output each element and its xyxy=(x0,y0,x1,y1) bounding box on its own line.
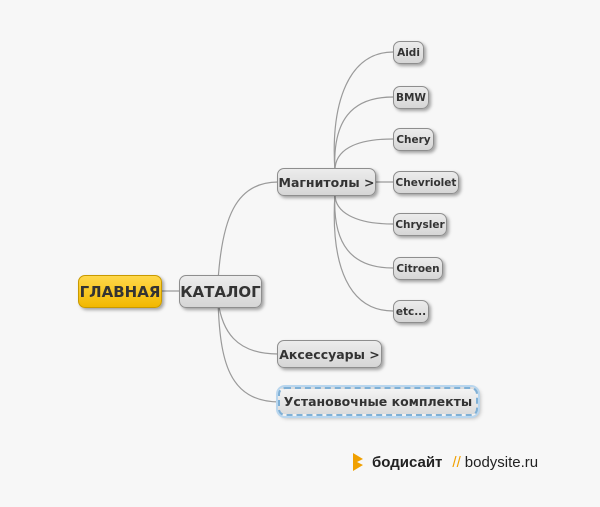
brand-name: бодисайт xyxy=(372,453,443,471)
accessories-node[interactable]: Аксессуары > xyxy=(277,340,382,368)
brand-label: Aidi xyxy=(397,46,420,59)
link-etc xyxy=(333,192,394,312)
brand-label: BMW xyxy=(395,91,427,104)
catalog-node[interactable]: КАТАЛОГ xyxy=(179,275,262,308)
brand-node-etc[interactable]: etc... xyxy=(393,300,429,323)
brand-separator: // xyxy=(452,453,461,471)
brand-node-chery[interactable]: Chery xyxy=(393,128,434,151)
brand-label: etc... xyxy=(395,305,427,318)
accessories-node-label: Аксессуары > xyxy=(279,346,380,362)
magnitoly-node-label: Магнитолы > xyxy=(278,174,375,190)
link-citroen xyxy=(334,192,394,269)
link-bmw xyxy=(334,96,394,173)
link-catalog-accessories xyxy=(217,300,279,355)
brand-node-citroen[interactable]: Citroen xyxy=(393,257,443,280)
brand-node-bmw[interactable]: BMW xyxy=(393,86,429,109)
installation-kits-node[interactable]: Установочные комплекты xyxy=(278,387,478,416)
brand-node-aidi[interactable]: Aidi xyxy=(393,41,424,64)
main-node[interactable]: ГЛАВНАЯ xyxy=(78,275,162,308)
brand-node-chrysler[interactable]: Chrysler xyxy=(393,213,447,236)
link-chrysler xyxy=(334,192,394,225)
footer-branding: бодисайт // bodysite.ru xyxy=(350,452,538,472)
brand-label: Chrysler xyxy=(395,218,445,231)
link-catalog-kits xyxy=(217,300,281,403)
site-link[interactable]: bodysite.ru xyxy=(464,453,539,471)
brand-label: Citroen xyxy=(396,262,440,275)
main-node-label: ГЛАВНАЯ xyxy=(79,282,161,301)
link-chery xyxy=(334,138,394,173)
brand-node-chevriolet[interactable]: Chevriolet xyxy=(393,171,459,194)
installation-kits-node-label: Установочные комплекты xyxy=(283,394,473,409)
magnitoly-node[interactable]: Магнитолы > xyxy=(277,168,376,196)
bodysite-logo-icon xyxy=(353,453,363,471)
brand-label: Chery xyxy=(396,133,431,146)
link-catalog-magnitoly xyxy=(217,181,279,282)
link-aidi xyxy=(333,51,394,173)
catalog-node-label: КАТАЛОГ xyxy=(180,282,261,301)
brand-label: Chevriolet xyxy=(395,176,457,189)
